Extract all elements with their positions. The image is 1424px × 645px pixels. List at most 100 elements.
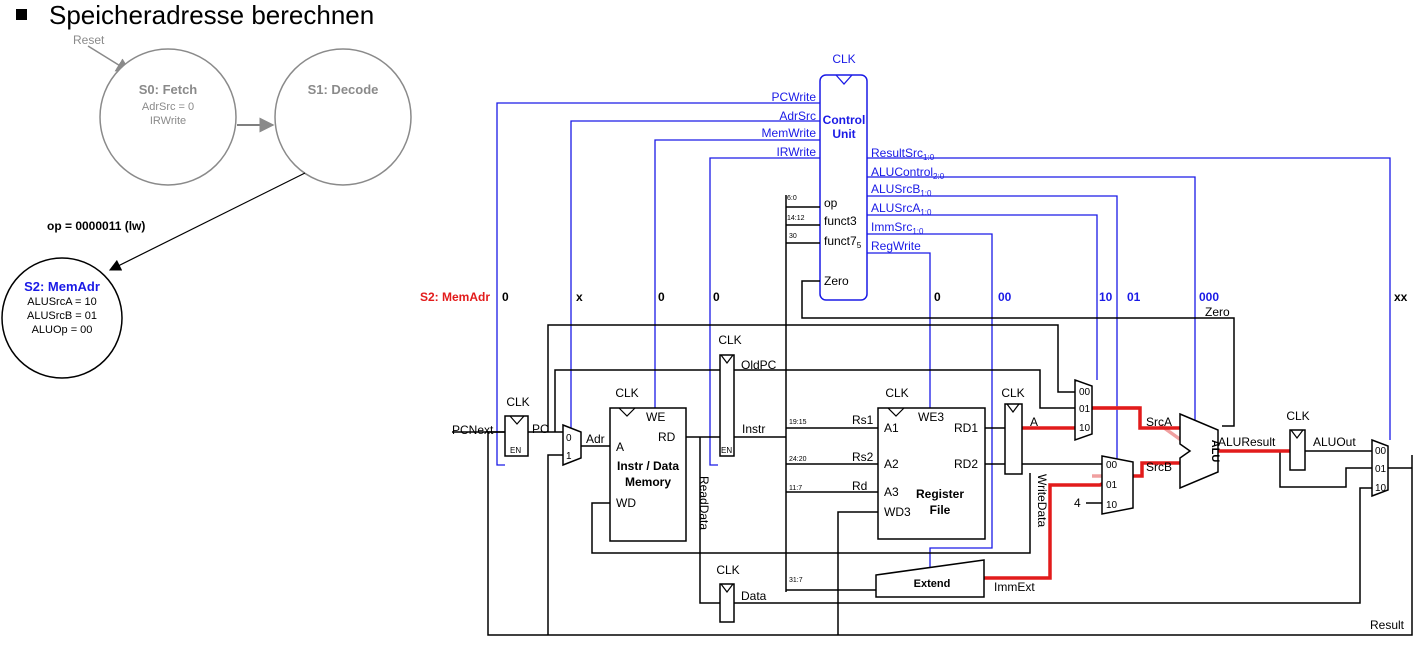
- state-s0-line1: AdrSrc = 0: [142, 101, 194, 113]
- data-clk-triangle: [720, 583, 734, 593]
- ab-register: CLK A WriteData: [1001, 386, 1049, 527]
- register-file-box: [877, 407, 986, 540]
- s1-to-s2-arrow: [108, 172, 306, 271]
- rf-clk-label: CLK: [885, 386, 908, 400]
- pc-register: CLK EN PCNext PC: [452, 395, 549, 457]
- control-unit-box: [819, 74, 868, 301]
- control-wires: [496, 102, 1391, 575]
- control-unit: CLK Control Unit PCWrite AdrSrc MemWrite…: [762, 52, 945, 301]
- wire-readdata: [699, 437, 720, 604]
- cu-clk-triangle: [835, 74, 853, 85]
- alu: ALU ALUResult Zero: [1179, 305, 1276, 490]
- rf-clk-triangle: [887, 407, 905, 417]
- rf-rd2: RD2: [954, 457, 978, 471]
- pc-clk-label: CLK: [506, 395, 529, 409]
- mem-title-2: Memory: [625, 475, 671, 489]
- aluout-register: CLK ALUOut: [1286, 409, 1356, 471]
- wire-alusrcb: [867, 195, 1118, 460]
- val-alusrcb: 01: [1127, 290, 1141, 304]
- adr-mux-1: 1: [566, 451, 572, 462]
- wire-srca-active: [1022, 406, 1180, 430]
- cu-out-adrsrc: AdrSrc: [779, 109, 816, 123]
- immext-label: ImmExt: [994, 580, 1035, 594]
- state-s0-line2: IRWrite: [150, 115, 186, 127]
- four-label: 4: [1074, 496, 1081, 510]
- cu-title-1: Control: [823, 113, 866, 127]
- pc-register-box: [504, 415, 529, 457]
- wire-alusrca: [867, 214, 1098, 380]
- srcb-mux-01: 01: [1106, 480, 1118, 491]
- alu-shape: [1179, 412, 1219, 490]
- cu-out-immsrc: ImmSrc1:0: [871, 220, 924, 236]
- ir-en: EN: [721, 446, 732, 455]
- wire-wd3: [837, 511, 880, 635]
- srca-mux-00: 00: [1079, 387, 1091, 398]
- bit-fields: 19:15 24:20 11:7 31:7 Rs1 Rs2 Rd: [789, 413, 874, 584]
- srca-label: SrcA: [1146, 415, 1172, 429]
- wire-pc-oldpc: [554, 369, 720, 432]
- mem-we: WE: [646, 410, 665, 424]
- bits-rs1: 19:15: [789, 419, 807, 426]
- aluout-clk-triangle: [1290, 429, 1304, 439]
- wire-regwrite: [867, 252, 931, 413]
- wire-memwrite: [654, 139, 820, 413]
- pc-en: EN: [510, 446, 521, 455]
- wire-pcwrite: [496, 102, 820, 466]
- rf-we3: WE3: [918, 410, 944, 424]
- state-s2-line1: ALUSrcA = 10: [27, 296, 96, 308]
- extend-label: Extend: [914, 578, 951, 590]
- reset-label: Reset: [73, 33, 105, 47]
- cu-in-funct3: funct3: [824, 214, 857, 228]
- val-adrsrc: x: [576, 290, 583, 304]
- cu-out-resultsrc: ResultSrc1:0: [871, 146, 935, 162]
- wire-alucontrol: [867, 176, 1196, 420]
- ir-clk-triangle: [720, 354, 734, 364]
- datapath-wires: [452, 195, 1413, 636]
- result-mux-shape: [1371, 438, 1389, 498]
- rd-label: Rd: [852, 479, 867, 493]
- srcb-mux: 00 01 10 4 SrcB: [1074, 455, 1172, 515]
- wire-srcb-active: [984, 461, 1180, 580]
- extend-shape: [875, 559, 985, 598]
- cu-bits-op: 6:0: [787, 195, 797, 202]
- state-s2-line2: ALUSrcB = 01: [27, 310, 97, 322]
- pc-clk-triangle: [509, 415, 525, 425]
- writedata-label: WriteData: [1035, 474, 1049, 527]
- bits-imm: 31:7: [789, 577, 803, 584]
- srca-mux-10: 10: [1079, 423, 1091, 434]
- cu-out-alusrca: ALUSrcA1:0: [871, 201, 932, 217]
- srca-mux: 00 01 10 SrcA: [1074, 378, 1172, 442]
- wire-pc-srca: [547, 324, 1075, 432]
- adr-mux-shape: [562, 423, 582, 467]
- rf-rd1: RD1: [954, 421, 978, 435]
- instr-label: Instr: [742, 422, 765, 436]
- cu-out-memwrite: MemWrite: [762, 126, 817, 140]
- adr-mux: 0 1 Adr: [562, 423, 605, 467]
- srcb-mux-00: 00: [1106, 460, 1118, 471]
- result-mux-00: 00: [1375, 446, 1387, 457]
- bits-rd: 11:7: [789, 485, 802, 492]
- extend-unit: Extend ImmExt: [875, 559, 1035, 598]
- state-s2-title: S2: MemAdr: [24, 279, 100, 294]
- cu-bits-funct7: 30: [789, 233, 797, 240]
- val-regwrite: 0: [934, 290, 941, 304]
- val-irwrite: 0: [713, 290, 720, 304]
- ir-clk-label: CLK: [718, 333, 741, 347]
- readdata-label: ReadData: [697, 476, 711, 530]
- cu-clk-label: CLK: [832, 52, 855, 66]
- alu-label: ALU: [1209, 440, 1221, 463]
- srcb-label: SrcB: [1146, 460, 1172, 474]
- data-clk-label: CLK: [716, 563, 739, 577]
- rf-a2: A2: [884, 457, 899, 471]
- slide-heading-text: Speicheradresse berechnen: [49, 0, 375, 30]
- rf-title-2: File: [930, 503, 951, 517]
- wire-wd-mem: [591, 473, 1031, 554]
- result-label: Result: [1370, 618, 1405, 632]
- ab-clk-triangle: [1006, 403, 1020, 413]
- mem-title-1: Instr / Data: [617, 459, 679, 473]
- cu-out-pcwrite: PCWrite: [772, 90, 817, 104]
- wire-immsrc: [867, 233, 993, 575]
- adr-label: Adr: [586, 432, 605, 446]
- aluresult-label: ALUResult: [1218, 435, 1276, 449]
